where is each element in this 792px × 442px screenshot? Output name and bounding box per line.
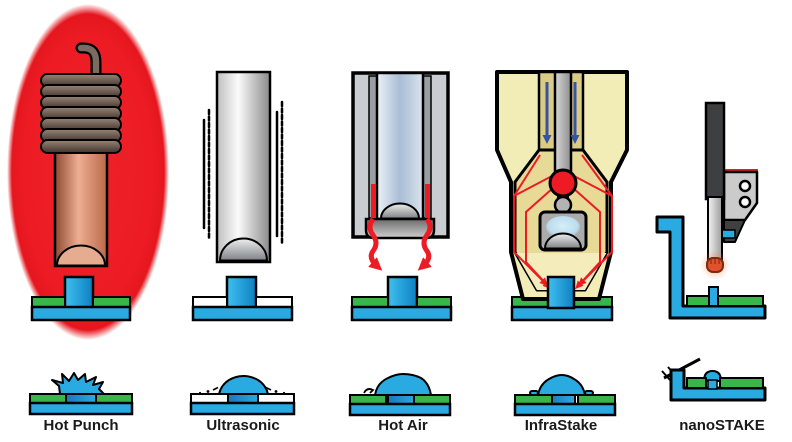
nozzle-cap xyxy=(364,217,436,240)
layer-left xyxy=(31,296,66,308)
base-plate xyxy=(191,305,294,322)
method-label: InfraStake xyxy=(525,417,598,434)
mount-bracket xyxy=(722,170,759,222)
layer-left xyxy=(349,394,387,405)
horn-tip xyxy=(218,237,269,262)
emitter-rod xyxy=(553,70,573,184)
bracket-part xyxy=(655,215,767,320)
vibration-lines-icon xyxy=(202,100,284,246)
layer-right xyxy=(717,295,764,307)
tip-texture xyxy=(710,259,720,264)
bracket-part xyxy=(669,368,767,402)
base-plate xyxy=(30,305,132,322)
layer-right xyxy=(577,394,616,405)
flash-specks xyxy=(198,386,286,395)
domed-stake-icon xyxy=(348,373,452,417)
layer-right xyxy=(719,377,764,389)
layer-right xyxy=(416,296,452,308)
panel-nanostake: nanoSTAKE xyxy=(655,101,767,434)
clamp-block xyxy=(721,229,736,239)
infrared-stake-module-icon xyxy=(495,70,629,301)
stake-head xyxy=(374,373,432,396)
method-label: Ultrasonic xyxy=(206,417,279,434)
base-plate xyxy=(28,401,134,416)
squashed-boss xyxy=(65,393,97,404)
layer-left xyxy=(190,393,229,404)
nanostake-heated-tip-icon xyxy=(700,101,759,280)
layer-right xyxy=(257,393,295,404)
layer-right xyxy=(255,296,293,308)
boss xyxy=(386,275,419,310)
boss xyxy=(546,275,576,310)
inner-punch-dome xyxy=(379,202,421,220)
layer-right xyxy=(95,393,133,404)
panel-infrastake: InfraStake xyxy=(495,70,629,434)
flash-speck xyxy=(363,388,375,394)
hot-air-flow-arrows-icon xyxy=(367,184,433,271)
squashed-boss xyxy=(707,379,718,390)
stake-head xyxy=(51,372,105,395)
inner-tube xyxy=(375,71,425,221)
layer-left xyxy=(29,393,67,404)
boss xyxy=(708,286,719,307)
layer-left xyxy=(686,377,707,389)
boss xyxy=(225,275,258,310)
bracket-hole-bottom xyxy=(738,195,752,209)
tool-body xyxy=(704,101,726,201)
base-plate xyxy=(513,402,617,417)
rough-stake-icon xyxy=(28,372,134,416)
base-plate xyxy=(350,305,453,322)
micro-domed-stake-icon xyxy=(661,357,767,402)
ultrasonic-horn-icon xyxy=(202,70,284,264)
layer-left xyxy=(192,296,228,308)
hot-air-nozzle-icon xyxy=(351,71,450,271)
stake-head xyxy=(218,375,269,395)
ir-reflection-arrows-icon xyxy=(513,154,613,289)
boss xyxy=(63,275,95,310)
workpiece xyxy=(30,275,132,322)
base-plate xyxy=(189,401,296,416)
panel-ultrasonic: Ultrasonic xyxy=(189,70,296,434)
heater-coil-icon xyxy=(40,73,122,154)
base-plate xyxy=(348,402,452,417)
layer-left xyxy=(686,295,710,307)
stake-head xyxy=(537,374,586,396)
layer-right xyxy=(413,394,451,405)
layer-left xyxy=(351,296,389,308)
method-label: nanoSTAKE xyxy=(679,417,765,434)
panel-hot-air: Hot Air xyxy=(348,71,453,434)
horn-body xyxy=(215,70,272,264)
layer-right xyxy=(92,296,131,308)
workpiece xyxy=(350,275,453,322)
punch-tip-icon xyxy=(55,244,107,267)
method-label: Hot Air xyxy=(378,417,428,434)
punch-dome xyxy=(543,232,583,250)
punch-heat-glow xyxy=(546,216,580,238)
air-flow-arrows-icon xyxy=(542,82,580,144)
squashed-boss xyxy=(227,393,259,404)
workpiece xyxy=(655,215,767,320)
panel-hot-punch: Hot Punch xyxy=(7,4,169,434)
method-label: Hot Punch xyxy=(44,417,119,434)
layer-left xyxy=(514,394,553,405)
bracket-hole-top xyxy=(738,179,752,193)
clean-domed-stake-icon xyxy=(513,374,617,417)
squashed-boss xyxy=(387,394,417,405)
domed-stake-flash-icon xyxy=(189,375,296,416)
ir-emitter-lamp-icon xyxy=(548,168,578,198)
workpiece xyxy=(191,275,294,322)
heated-coil-punch-icon xyxy=(40,42,122,268)
